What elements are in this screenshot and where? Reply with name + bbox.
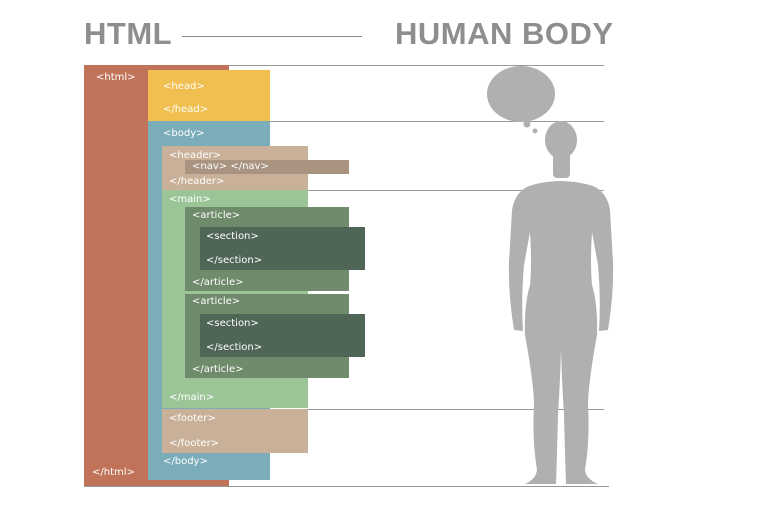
main-open-tag: <main>: [169, 194, 211, 205]
footer-block: [162, 409, 308, 453]
body-open-tag: <body>: [163, 128, 205, 139]
guide-line-head-top: [229, 65, 604, 66]
head-block: [148, 70, 270, 121]
guide-line-header-bottom: [308, 190, 604, 191]
html-title: HTML: [84, 16, 173, 51]
head-open-tag: <head>: [163, 81, 205, 92]
footer-close-tag: </footer>: [169, 438, 220, 449]
guide-line-base: [84, 486, 609, 487]
thought-dot-small: [532, 128, 538, 134]
nav-block: [185, 160, 349, 174]
body-close-tag: </body>: [163, 456, 208, 467]
html-close-tag: </html>: [92, 467, 135, 478]
section-block-1: [200, 227, 365, 270]
nav-tag: <nav> </nav>: [192, 161, 269, 172]
thought-bubble: [487, 66, 555, 122]
section-block-2: [200, 314, 365, 357]
section-close-tag-2: </section>: [206, 342, 263, 353]
header-close-tag: </header>: [169, 176, 225, 187]
human-body-title: HUMAN BODY: [395, 16, 614, 51]
section-open-tag-2: <section>: [206, 318, 259, 329]
header-open-tag: <header>: [169, 150, 221, 161]
article-close-tag-1: </article>: [192, 277, 244, 288]
footer-open-tag: <footer>: [169, 413, 216, 424]
section-open-tag-1: <section>: [206, 231, 259, 242]
section-close-tag-1: </section>: [206, 255, 263, 266]
article-close-tag-2: </article>: [192, 364, 244, 375]
article-open-tag-2: <article>: [192, 296, 241, 307]
thought-dot-large: [523, 120, 531, 128]
main-close-tag: </main>: [169, 392, 215, 403]
human-body-icon: [508, 121, 614, 484]
html-open-tag: <html>: [96, 72, 136, 83]
title-divider: [182, 36, 362, 37]
guide-line-main-bottom: [308, 409, 604, 410]
guide-line-head-bottom: [270, 121, 604, 122]
article-open-tag-1: <article>: [192, 210, 241, 221]
head-close-tag: </head>: [163, 104, 209, 115]
